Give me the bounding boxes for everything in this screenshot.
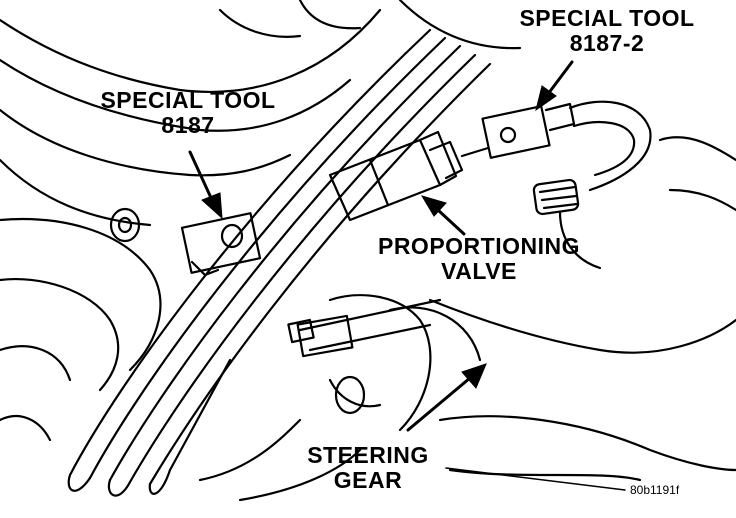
- label-line: PROPORTIONING: [377, 233, 580, 259]
- label-special-tool-8187-2: SPECIAL TOOL 8187-2: [492, 6, 722, 56]
- steering-gear-housing: [198, 294, 736, 502]
- label-line: SPECIAL TOOL: [100, 87, 276, 113]
- leader-ref-line: [445, 467, 626, 491]
- special-tool-8187-body: [180, 212, 262, 277]
- arrow-steering-gear: [406, 363, 487, 432]
- lower-drum-outline: [0, 207, 162, 442]
- hose-right: [532, 100, 736, 270]
- label-line: 8187-2: [569, 29, 645, 56]
- label-steering-gear: STEERING GEAR: [288, 443, 448, 493]
- figure-reference: 80b1191f: [630, 483, 680, 497]
- label-line: 8187: [161, 111, 215, 138]
- proportioning-valve-body: [328, 130, 464, 222]
- label-proportioning-valve: PROPORTIONING VALVE: [352, 234, 606, 284]
- label-line: STEERING: [307, 442, 429, 468]
- brake-lines: [67, 28, 492, 497]
- arrow-tool-8187-2: [535, 60, 574, 112]
- arrow-tool-8187: [188, 150, 223, 220]
- label-line: VALVE: [441, 257, 517, 284]
- arrow-proportioning-valve: [420, 195, 466, 236]
- label-line: GEAR: [333, 466, 403, 493]
- tube-nut: [287, 318, 315, 344]
- upper-drum-outline: [0, 0, 522, 227]
- label-line: SPECIAL TOOL: [519, 5, 695, 31]
- label-special-tool-8187: SPECIAL TOOL 8187: [78, 88, 298, 138]
- special-tool-8187-2-body: [460, 102, 576, 159]
